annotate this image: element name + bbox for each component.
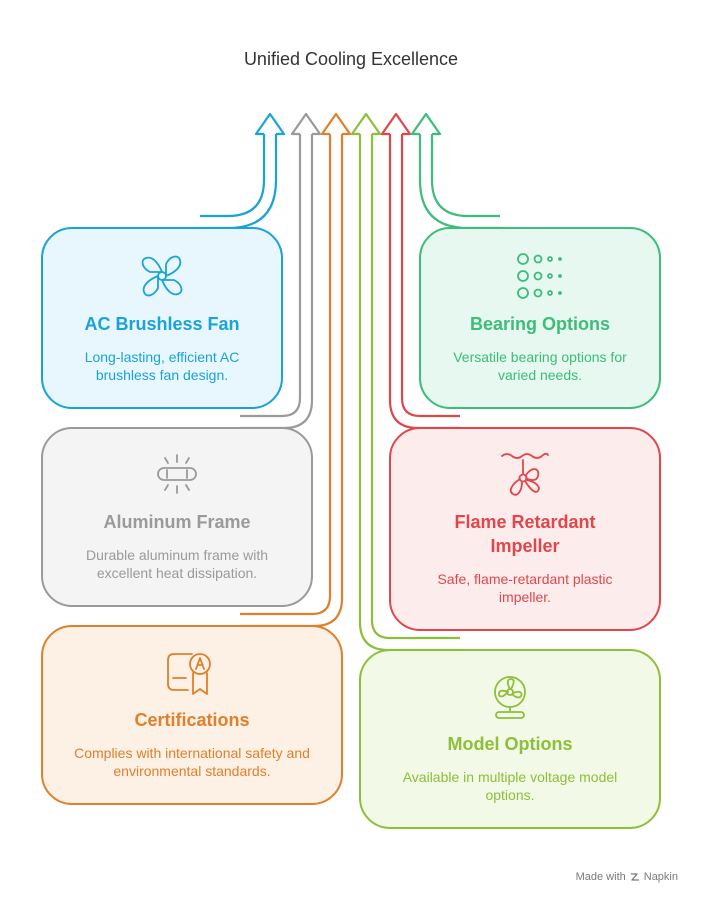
certificate-icon: [167, 653, 211, 695]
card-fan-description: Long-lasting, efficient AC brushless fan…: [84, 349, 240, 383]
card-aluminum-title: Aluminum Frame: [103, 512, 251, 532]
footer-made-with: Made with: [575, 871, 626, 883]
card-bearing-title: Bearing Options: [469, 314, 610, 334]
footer-attribution: Made with Napkin: [576, 871, 678, 883]
card-aluminum: [41, 427, 313, 607]
card-bearing-description: Versatile bearing options for varied nee…: [453, 349, 627, 383]
card-impeller: [389, 427, 661, 631]
napkin-logo-icon: [630, 873, 639, 881]
card-impeller-description: Safe, flame-retardant plastic impeller.: [437, 571, 613, 605]
fan-icon: [141, 255, 183, 297]
card-bearing: [419, 227, 661, 409]
card-model-title: Model Options: [447, 734, 573, 754]
card-fan-title: AC Brushless Fan: [84, 314, 240, 334]
card-model-description: Available in multiple voltage model opti…: [402, 769, 618, 803]
card-certs-title: Certifications: [134, 710, 250, 730]
card-fan: [41, 227, 283, 409]
card-impeller-title: Flame Retardant Impeller: [454, 512, 596, 556]
heat-bar-icon: [157, 454, 197, 494]
page-title: Unified Cooling Excellence: [243, 49, 459, 69]
dots-grid-icon: [517, 253, 562, 299]
footer-brand: Napkin: [643, 871, 678, 883]
card-certs-description: Complies with international safety and e…: [74, 745, 310, 779]
desk-fan-icon: [494, 676, 526, 719]
arrow-bearing: [410, 112, 500, 230]
card-model: [359, 649, 661, 829]
arrow-fan: [200, 112, 286, 230]
propeller-icon: [501, 452, 549, 496]
card-aluminum-description: Durable aluminum frame with excellent he…: [85, 547, 269, 581]
card-certs: [41, 625, 343, 805]
